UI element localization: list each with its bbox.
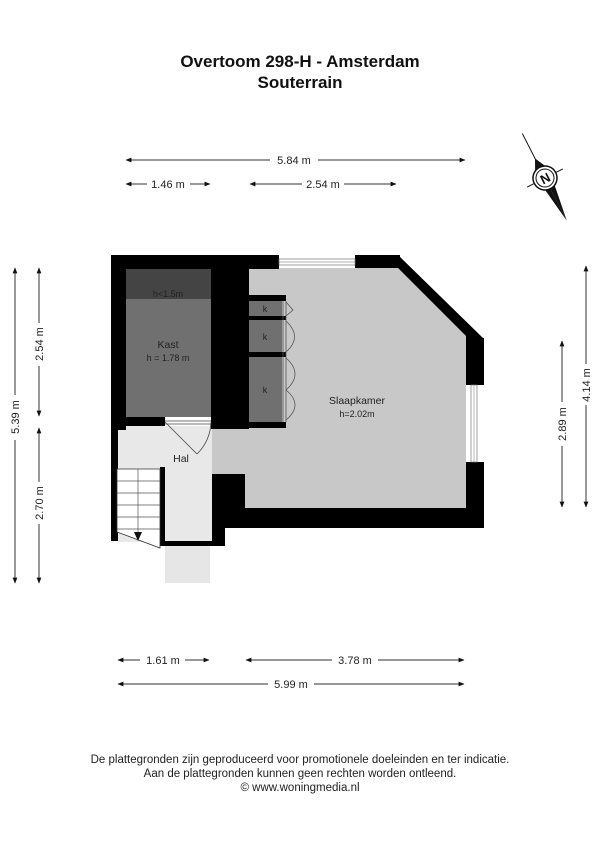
closet-2 bbox=[249, 320, 282, 352]
stairs-down-arrow-icon bbox=[134, 532, 142, 541]
dimension-label: 2.54 m bbox=[306, 179, 340, 191]
dimension-bottom-right: 3.78 m bbox=[245, 655, 465, 667]
dimension-right-inner: 2.89 m bbox=[557, 340, 569, 508]
kast-door bbox=[164, 420, 212, 455]
hal-label: Hal bbox=[173, 453, 189, 465]
kast-floor bbox=[126, 299, 211, 417]
dimension-left-total: 5.39 m bbox=[10, 267, 22, 584]
disclaimer: De plattegronden zijn geproduceerd voor … bbox=[0, 753, 600, 795]
dimension-bottom-total: 5.99 m bbox=[117, 679, 465, 691]
dimension-label: 2.54 m bbox=[34, 327, 46, 361]
dimension-label: 1.61 m bbox=[146, 655, 180, 667]
dimension-label: 2.89 m bbox=[557, 407, 569, 441]
window-right bbox=[470, 384, 478, 463]
dimension-label: 4.14 m bbox=[581, 368, 593, 402]
dimension-label: 5.99 m bbox=[274, 679, 308, 691]
dimension-top-right: 2.54 m bbox=[249, 179, 397, 191]
walls bbox=[111, 255, 484, 546]
disclaimer-line-1: De plattegronden zijn geproduceerd voor … bbox=[90, 754, 510, 766]
stairs bbox=[116, 468, 161, 549]
window-top bbox=[278, 258, 356, 266]
dimension-left-lower: 2.70 m bbox=[34, 427, 46, 584]
closet-doors bbox=[282, 301, 296, 422]
dimension-label: 5.84 m bbox=[277, 155, 311, 167]
slaapkamer-label: Slaapkamer bbox=[329, 395, 386, 407]
copyright-link[interactable]: © www.woningmedia.nl bbox=[240, 782, 360, 794]
kast-low-zone-label: h<1.5m bbox=[153, 289, 183, 299]
floor-label: Souterrain bbox=[257, 73, 343, 92]
dimension-label: 3.78 m bbox=[338, 655, 372, 667]
dimension-label: 2.70 m bbox=[34, 486, 46, 520]
dimension-top-left: 1.46 m bbox=[125, 179, 211, 191]
north-arrow-icon: N bbox=[521, 133, 567, 221]
dimension-left-upper: 2.54 m bbox=[34, 267, 46, 417]
slaapkamer-height: h=2.02m bbox=[339, 409, 374, 419]
closet-label: k bbox=[263, 385, 268, 395]
dimension-top-total: 5.84 m bbox=[125, 155, 466, 167]
closet-label: k bbox=[263, 304, 268, 314]
closet-label: k bbox=[263, 332, 268, 342]
hal-entrance-floor bbox=[165, 545, 210, 583]
page-title: Overtoom 298-H - Amsterdam bbox=[180, 52, 420, 71]
closet-1 bbox=[249, 301, 282, 316]
kast-height: h = 1.78 m bbox=[147, 353, 190, 363]
dimension-label: 5.39 m bbox=[10, 400, 22, 434]
disclaimer-line-2: Aan de plattegronden kunnen geen rechten… bbox=[143, 768, 457, 780]
kast-label: Kast bbox=[157, 339, 178, 351]
dimension-bottom-left: 1.61 m bbox=[117, 655, 210, 667]
kast-low-zone bbox=[126, 269, 211, 299]
dimension-label: 1.46 m bbox=[151, 179, 185, 191]
dimension-right-outer: 4.14 m bbox=[581, 265, 593, 508]
closet-3 bbox=[249, 357, 282, 422]
